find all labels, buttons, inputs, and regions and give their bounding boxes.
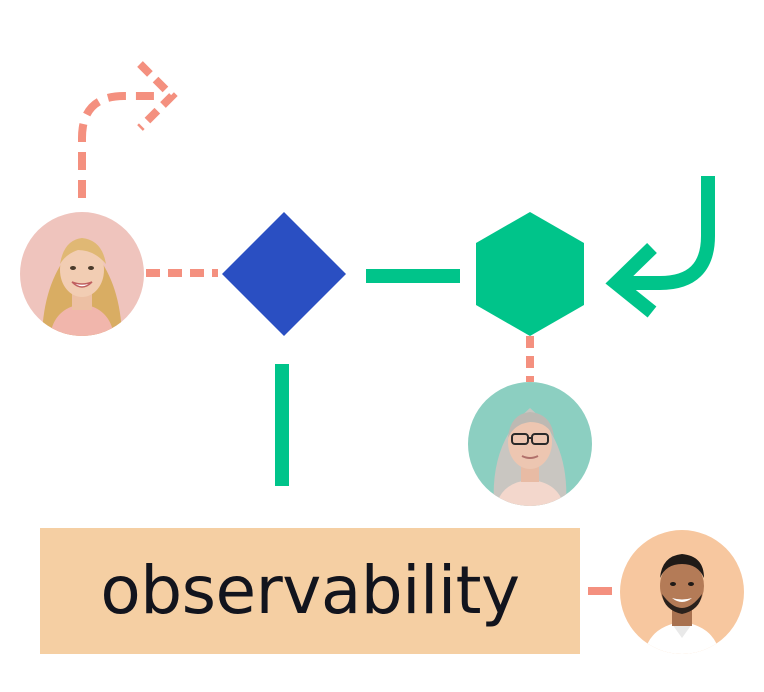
person-avatar-icon bbox=[20, 212, 144, 336]
diamond-node bbox=[222, 212, 346, 336]
hexagon-node bbox=[476, 212, 584, 336]
green-arrowhead bbox=[605, 242, 657, 318]
avatar-gray-haired-woman bbox=[468, 382, 592, 506]
dashed-curved-arrow-up bbox=[78, 92, 162, 198]
person-avatar-icon bbox=[620, 530, 744, 654]
green-curved-arrow-in bbox=[620, 176, 715, 290]
avatar-man bbox=[620, 530, 744, 654]
person-avatar-icon bbox=[468, 382, 592, 506]
avatar-blonde-woman bbox=[20, 212, 144, 336]
label-text: observability bbox=[100, 552, 520, 629]
label-node: observability bbox=[40, 528, 580, 654]
dashed-arrowhead bbox=[137, 61, 178, 131]
label-box-fill bbox=[40, 528, 580, 654]
